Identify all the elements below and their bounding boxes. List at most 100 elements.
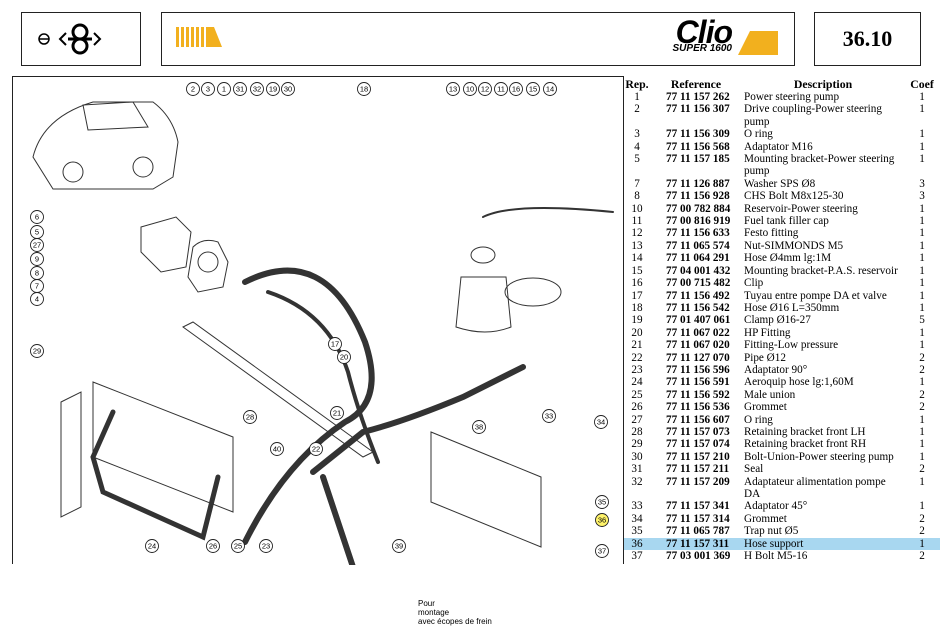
part-rep: 2 (634, 103, 640, 116)
part-description: Power steering pump (744, 91, 840, 103)
part-rep: 26 (631, 401, 643, 414)
callout-11-circle (494, 82, 508, 96)
callout-18-label: 18 (360, 85, 368, 94)
part-reference: 77 11 156 928 (666, 190, 730, 203)
part-reference: 77 11 156 307 (666, 103, 730, 116)
part-coef: 1 (919, 326, 925, 339)
callout-24-label: 24 (148, 542, 156, 551)
callout-18-circle (357, 82, 371, 96)
hose-18 (242, 267, 375, 545)
part-reference: 77 11 156 592 (666, 388, 730, 401)
part-rep: 27 (631, 413, 643, 426)
part-description: Hose Ø4mm lg:1M (744, 252, 832, 265)
part-description: H Bolt M5-16 (744, 550, 808, 563)
part-rep: 28 (631, 425, 643, 438)
part-description: Clip (744, 277, 764, 290)
part-coef: 1 (919, 450, 925, 463)
reservoir-ring (504, 277, 562, 307)
part-reference: 77 11 067 020 (666, 339, 730, 352)
callout-40-label: 40 (273, 445, 281, 454)
part-rep: 11 (631, 215, 643, 228)
part-reference: 77 11 064 291 (666, 252, 730, 265)
part-rep: 7 (634, 177, 640, 190)
part-reference: 77 11 157 209 (666, 475, 730, 488)
part-coef: 1 (919, 215, 925, 228)
callout-15-circle (526, 82, 540, 96)
part-rep: 35 (631, 525, 643, 538)
part-reference: 77 11 065 574 (666, 239, 730, 252)
part-description: Mounting bracket-Power steering pump (744, 153, 895, 178)
callout-1-label: 1 (222, 85, 226, 94)
part-coef: 1 (919, 239, 925, 252)
part-reference: 77 11 156 607 (666, 413, 730, 426)
part-description: Festo fitting (744, 227, 799, 240)
part-coef: 1 (919, 301, 925, 314)
part-reference: 77 11 065 787 (666, 525, 730, 538)
callout-34-label: 34 (597, 418, 605, 427)
reservoir (455, 276, 512, 333)
callout-39-circle (392, 539, 406, 553)
clio-logo: Clio SUPER 1600 (673, 15, 733, 54)
part-description: Adaptator M16 (744, 140, 813, 153)
part-reference: 77 11 156 536 (666, 401, 730, 414)
callout-13-circle (446, 82, 460, 96)
callout-10-label: 10 (466, 85, 474, 94)
callout-6-circle (30, 210, 44, 224)
mounting-note: Pour montage avec écopes de frein (418, 599, 492, 626)
part-rep: 17 (631, 289, 643, 302)
car-wheel-front (62, 161, 84, 183)
part-rep: 21 (631, 339, 643, 352)
part-coef: 2 (919, 363, 925, 376)
header-reference: Reference (670, 76, 722, 91)
part-description: Mounting bracket-P.A.S. reservoir (744, 264, 898, 277)
steering-hydraulics-icon-box (21, 12, 141, 66)
part-reference: 77 11 156 492 (666, 289, 730, 302)
part-reference: 77 11 156 542 (666, 301, 730, 314)
part-reference: 77 11 156 633 (666, 227, 730, 240)
part-coef: 1 (919, 264, 925, 277)
callout-29-circle (30, 344, 44, 358)
part-rep: 4 (634, 140, 640, 153)
part-coef: 1 (919, 140, 925, 153)
part-rep: 5 (634, 153, 640, 166)
reservoir-cap (470, 246, 496, 264)
part-reference: 77 11 157 210 (666, 450, 730, 463)
car-outline (32, 101, 179, 190)
